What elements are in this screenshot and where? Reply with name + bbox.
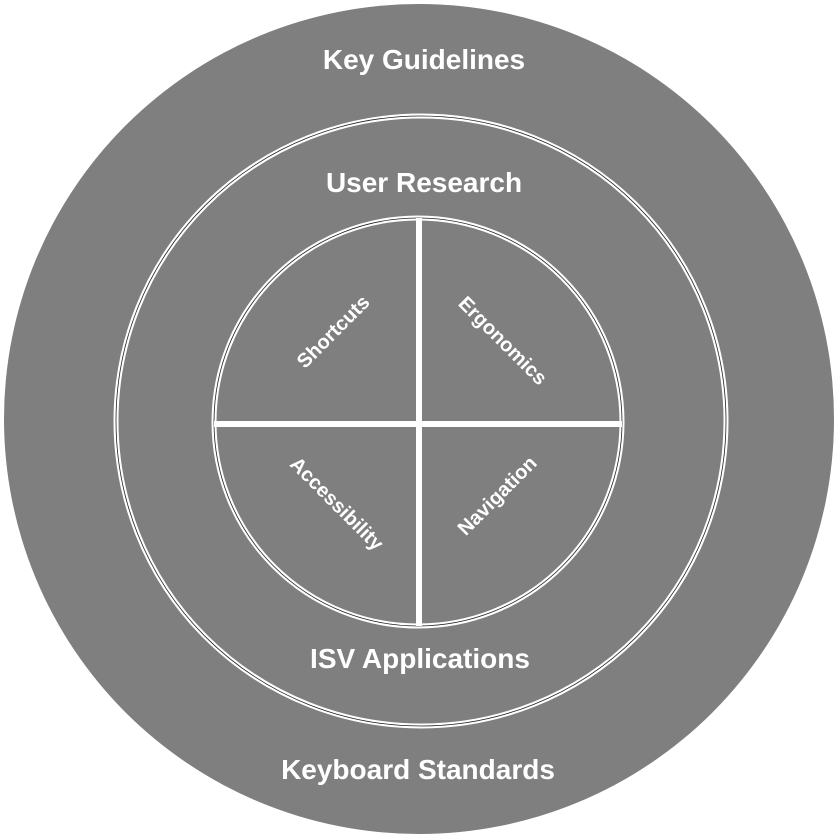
outer-bottom-label: Keyboard Standards xyxy=(281,754,555,785)
middle-circle-inner-line xyxy=(115,115,727,727)
outer-top-label: Key Guidelines xyxy=(322,44,526,75)
middle-top-label: User Research xyxy=(325,167,523,198)
middle-bottom-label: ISV Applications xyxy=(310,643,530,674)
